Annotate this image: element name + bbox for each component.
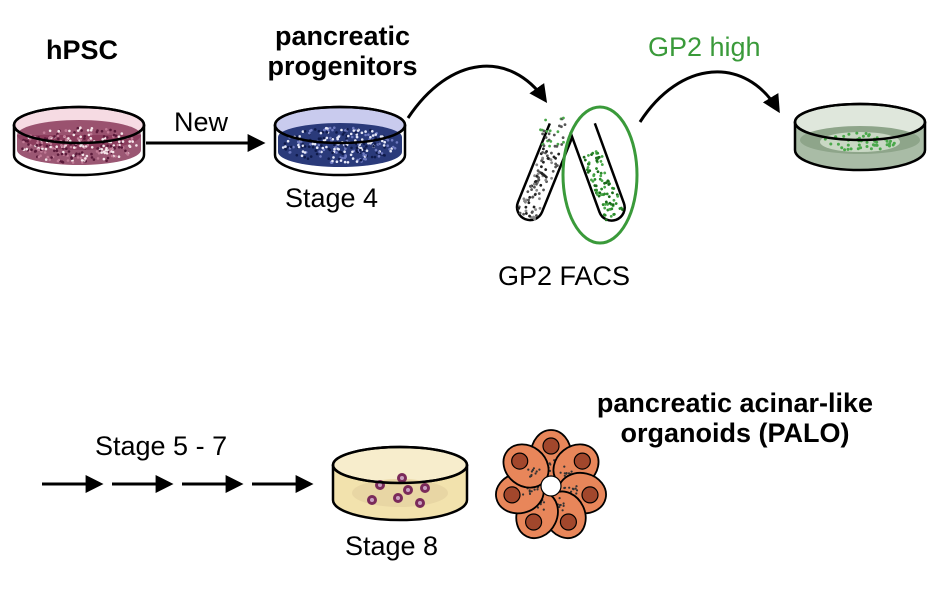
palo-line1: pancreatic acinar-like	[596, 388, 874, 418]
hpsc-label: hPSC	[46, 35, 119, 65]
gp2-high-dish-icon	[793, 102, 927, 172]
progenitors-line1: pancreatic	[274, 21, 411, 51]
stage8-dish-icon	[331, 445, 469, 522]
gp2-facs-label: GP2 FACS	[498, 261, 631, 291]
progenitors-line2: progenitors	[267, 50, 418, 81]
facs-tube-negative-icon	[515, 122, 576, 222]
stage5-7-label: Stage 5 - 7	[95, 431, 228, 461]
stage8-label: Stage 8	[345, 531, 439, 561]
gp2-high-label: GP2 high	[648, 32, 761, 62]
sorted-droplets	[539, 116, 567, 148]
progenitors-label: pancreatic progenitors	[255, 21, 430, 81]
palo-label: pancreatic acinar-like organoids (PALO)	[560, 388, 910, 448]
new-label: New	[174, 107, 229, 137]
stage4-dish-icon	[273, 105, 407, 177]
curved-arrow-to-facs	[406, 64, 548, 119]
palo-line2: organoids (PALO)	[620, 417, 850, 448]
acinar-organoid-icon	[495, 429, 607, 540]
curved-arrow-to-gp2-dish	[638, 70, 780, 123]
facs-tube-positive-icon	[569, 122, 626, 222]
stage4-label: Stage 4	[285, 183, 379, 213]
gp2-selection-ring	[561, 105, 639, 245]
hpsc-dish-icon	[12, 105, 146, 177]
